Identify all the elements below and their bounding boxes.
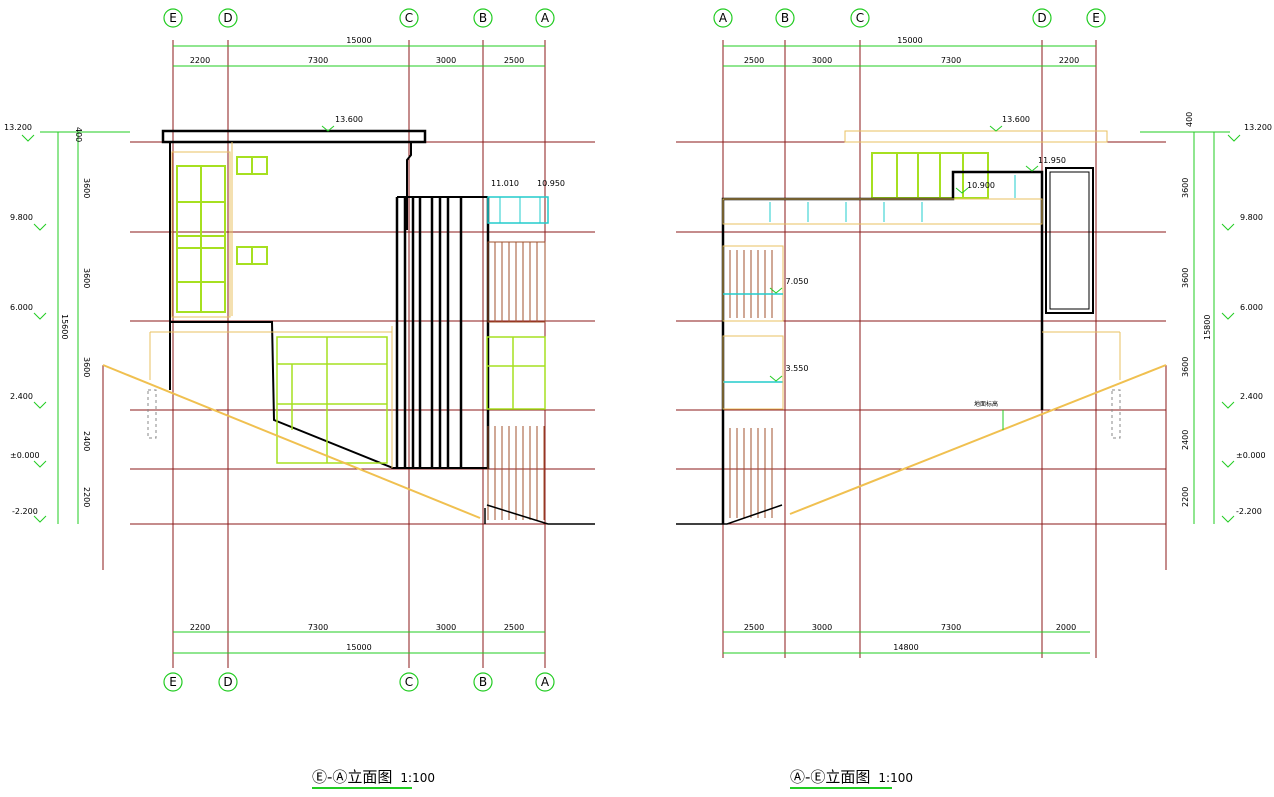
left-elevation-title-text: Ⓔ-Ⓐ立面图 xyxy=(312,768,393,786)
left-bay-dimension-bottom: 2200 xyxy=(190,623,210,632)
left-overall-dimension-top: 15000 xyxy=(346,36,371,45)
spot-elevation: 10.950 xyxy=(537,179,565,188)
left-axis-label-top: D xyxy=(223,11,232,25)
right-elevation-title: Ⓐ-Ⓔ立面图 1:100 xyxy=(790,766,914,789)
right-axis-lines xyxy=(722,40,1167,658)
spot-elevation: 11.010 xyxy=(491,179,519,188)
right-axis-label-top: C xyxy=(856,11,864,25)
left-bay-dimension-bottom: 3000 xyxy=(436,623,456,632)
left-bay-dimension-bottom: 2500 xyxy=(504,623,524,632)
left-axis-label-top: E xyxy=(169,11,177,25)
left-bay-dimension: 2200 xyxy=(190,56,210,65)
right-overall-dimension-bottom: 14800 xyxy=(893,643,918,652)
right-vertical-dimension: 2400 xyxy=(1181,430,1190,450)
left-level-mark: 9.800 xyxy=(10,213,33,222)
left-bay-dimension: 3000 xyxy=(436,56,456,65)
left-bay-dimension-bottom: 7300 xyxy=(308,623,328,632)
right-vertical-dimension: 3600 xyxy=(1181,178,1190,198)
right-title-underline xyxy=(790,787,892,789)
right-elevation-title-text: Ⓐ-Ⓔ立面图 xyxy=(790,768,871,786)
left-axis-label-bottom: B xyxy=(479,675,487,689)
left-vertical-dimension: 3600 xyxy=(82,357,91,377)
right-vertical-dimension: 3600 xyxy=(1181,268,1190,288)
left-axis-label-bottom: A xyxy=(541,675,550,689)
left-level-mark: 2.400 xyxy=(10,392,33,401)
right-total-height: 15800 xyxy=(1203,315,1212,340)
spot-elevation: 11.950 xyxy=(1038,156,1066,165)
right-vertical-dimension: 400 xyxy=(1185,112,1194,127)
left-elevation-scale: 1:100 xyxy=(400,771,436,785)
right-axis-label-top: D xyxy=(1037,11,1046,25)
left-axis-label-bottom: C xyxy=(405,675,413,689)
right-bay-dimension: 2500 xyxy=(744,56,764,65)
right-vertical-dimension: 3600 xyxy=(1181,357,1190,377)
right-bay-dimension-bottom: 3000 xyxy=(812,623,832,632)
left-vertical-dimension: 3600 xyxy=(82,268,91,288)
left-level-lines xyxy=(130,141,595,525)
left-bay-dimension: 7300 xyxy=(308,56,328,65)
right-bay-dimension-bottom: 2000 xyxy=(1056,623,1076,632)
right-axis-bubbles xyxy=(713,8,1106,28)
right-bay-dimension: 2200 xyxy=(1059,56,1079,65)
left-vertical-dimension: 3600 xyxy=(82,178,91,198)
right-level-mark: 13.200 xyxy=(1244,123,1272,132)
right-level-mark: -2.200 xyxy=(1236,507,1262,516)
left-title-underline xyxy=(312,787,412,789)
spot-elevation: 13.600 xyxy=(1002,115,1030,124)
right-bay-dimension-bottom: 2500 xyxy=(744,623,764,632)
right-level-mark: 6.000 xyxy=(1240,303,1263,312)
ground-level-note: 地面标高 xyxy=(974,400,998,408)
right-overall-dimension-top: 15000 xyxy=(897,36,922,45)
spot-elevation: 13.600 xyxy=(335,115,363,124)
left-elevation: E D C B A E D C B A 15000 2200 7300 3000… xyxy=(4,8,595,692)
right-elevation-scale: 1:100 xyxy=(878,771,914,785)
left-elevation-title: Ⓔ-Ⓐ立面图 1:100 xyxy=(312,766,436,789)
left-axis-lines xyxy=(102,40,546,668)
left-axis-label-bottom: D xyxy=(223,675,232,689)
spot-elevation: 7.050 xyxy=(786,277,809,286)
left-total-height: 15600 xyxy=(60,314,69,339)
right-dimension-lines xyxy=(723,45,1230,654)
right-bay-dimension: 7300 xyxy=(941,56,961,65)
right-elevation: A B C D E 15000 2500 3000 7300 2200 2500… xyxy=(676,8,1272,658)
left-level-mark: ±0.000 xyxy=(10,451,40,460)
left-vertical-dimension: 400 xyxy=(74,127,83,142)
left-level-mark: -2.200 xyxy=(12,507,38,516)
left-overall-dimension-bottom: 15000 xyxy=(346,643,371,652)
right-axis-label-top: A xyxy=(719,11,728,25)
right-bay-dimension-bottom: 7300 xyxy=(941,623,961,632)
left-facade xyxy=(102,129,595,525)
left-dimension-lines xyxy=(40,45,545,654)
left-vertical-dimension: 2400 xyxy=(82,431,91,451)
left-axis-bubbles xyxy=(163,8,555,692)
left-axis-label-bottom: E xyxy=(169,675,177,689)
left-vertical-dimension: 2200 xyxy=(82,487,91,507)
right-axis-label-top: E xyxy=(1092,11,1100,25)
right-bay-dimension: 3000 xyxy=(812,56,832,65)
left-axis-label-top: A xyxy=(541,11,550,25)
right-facade xyxy=(676,130,1167,525)
left-axis-label-top: B xyxy=(479,11,487,25)
right-level-mark: ±0.000 xyxy=(1236,451,1266,460)
spot-elevation: 3.550 xyxy=(786,364,809,373)
left-axis-label-top: C xyxy=(405,11,413,25)
right-axis-label-top: B xyxy=(781,11,789,25)
left-bay-dimension: 2500 xyxy=(504,56,524,65)
right-level-mark: 2.400 xyxy=(1240,392,1263,401)
right-level-mark: 9.800 xyxy=(1240,213,1263,222)
left-level-mark: 6.000 xyxy=(10,303,33,312)
spot-elevation: 10.900 xyxy=(967,181,995,190)
right-vertical-dimension: 2200 xyxy=(1181,487,1190,507)
left-level-mark: 13.200 xyxy=(4,123,32,132)
